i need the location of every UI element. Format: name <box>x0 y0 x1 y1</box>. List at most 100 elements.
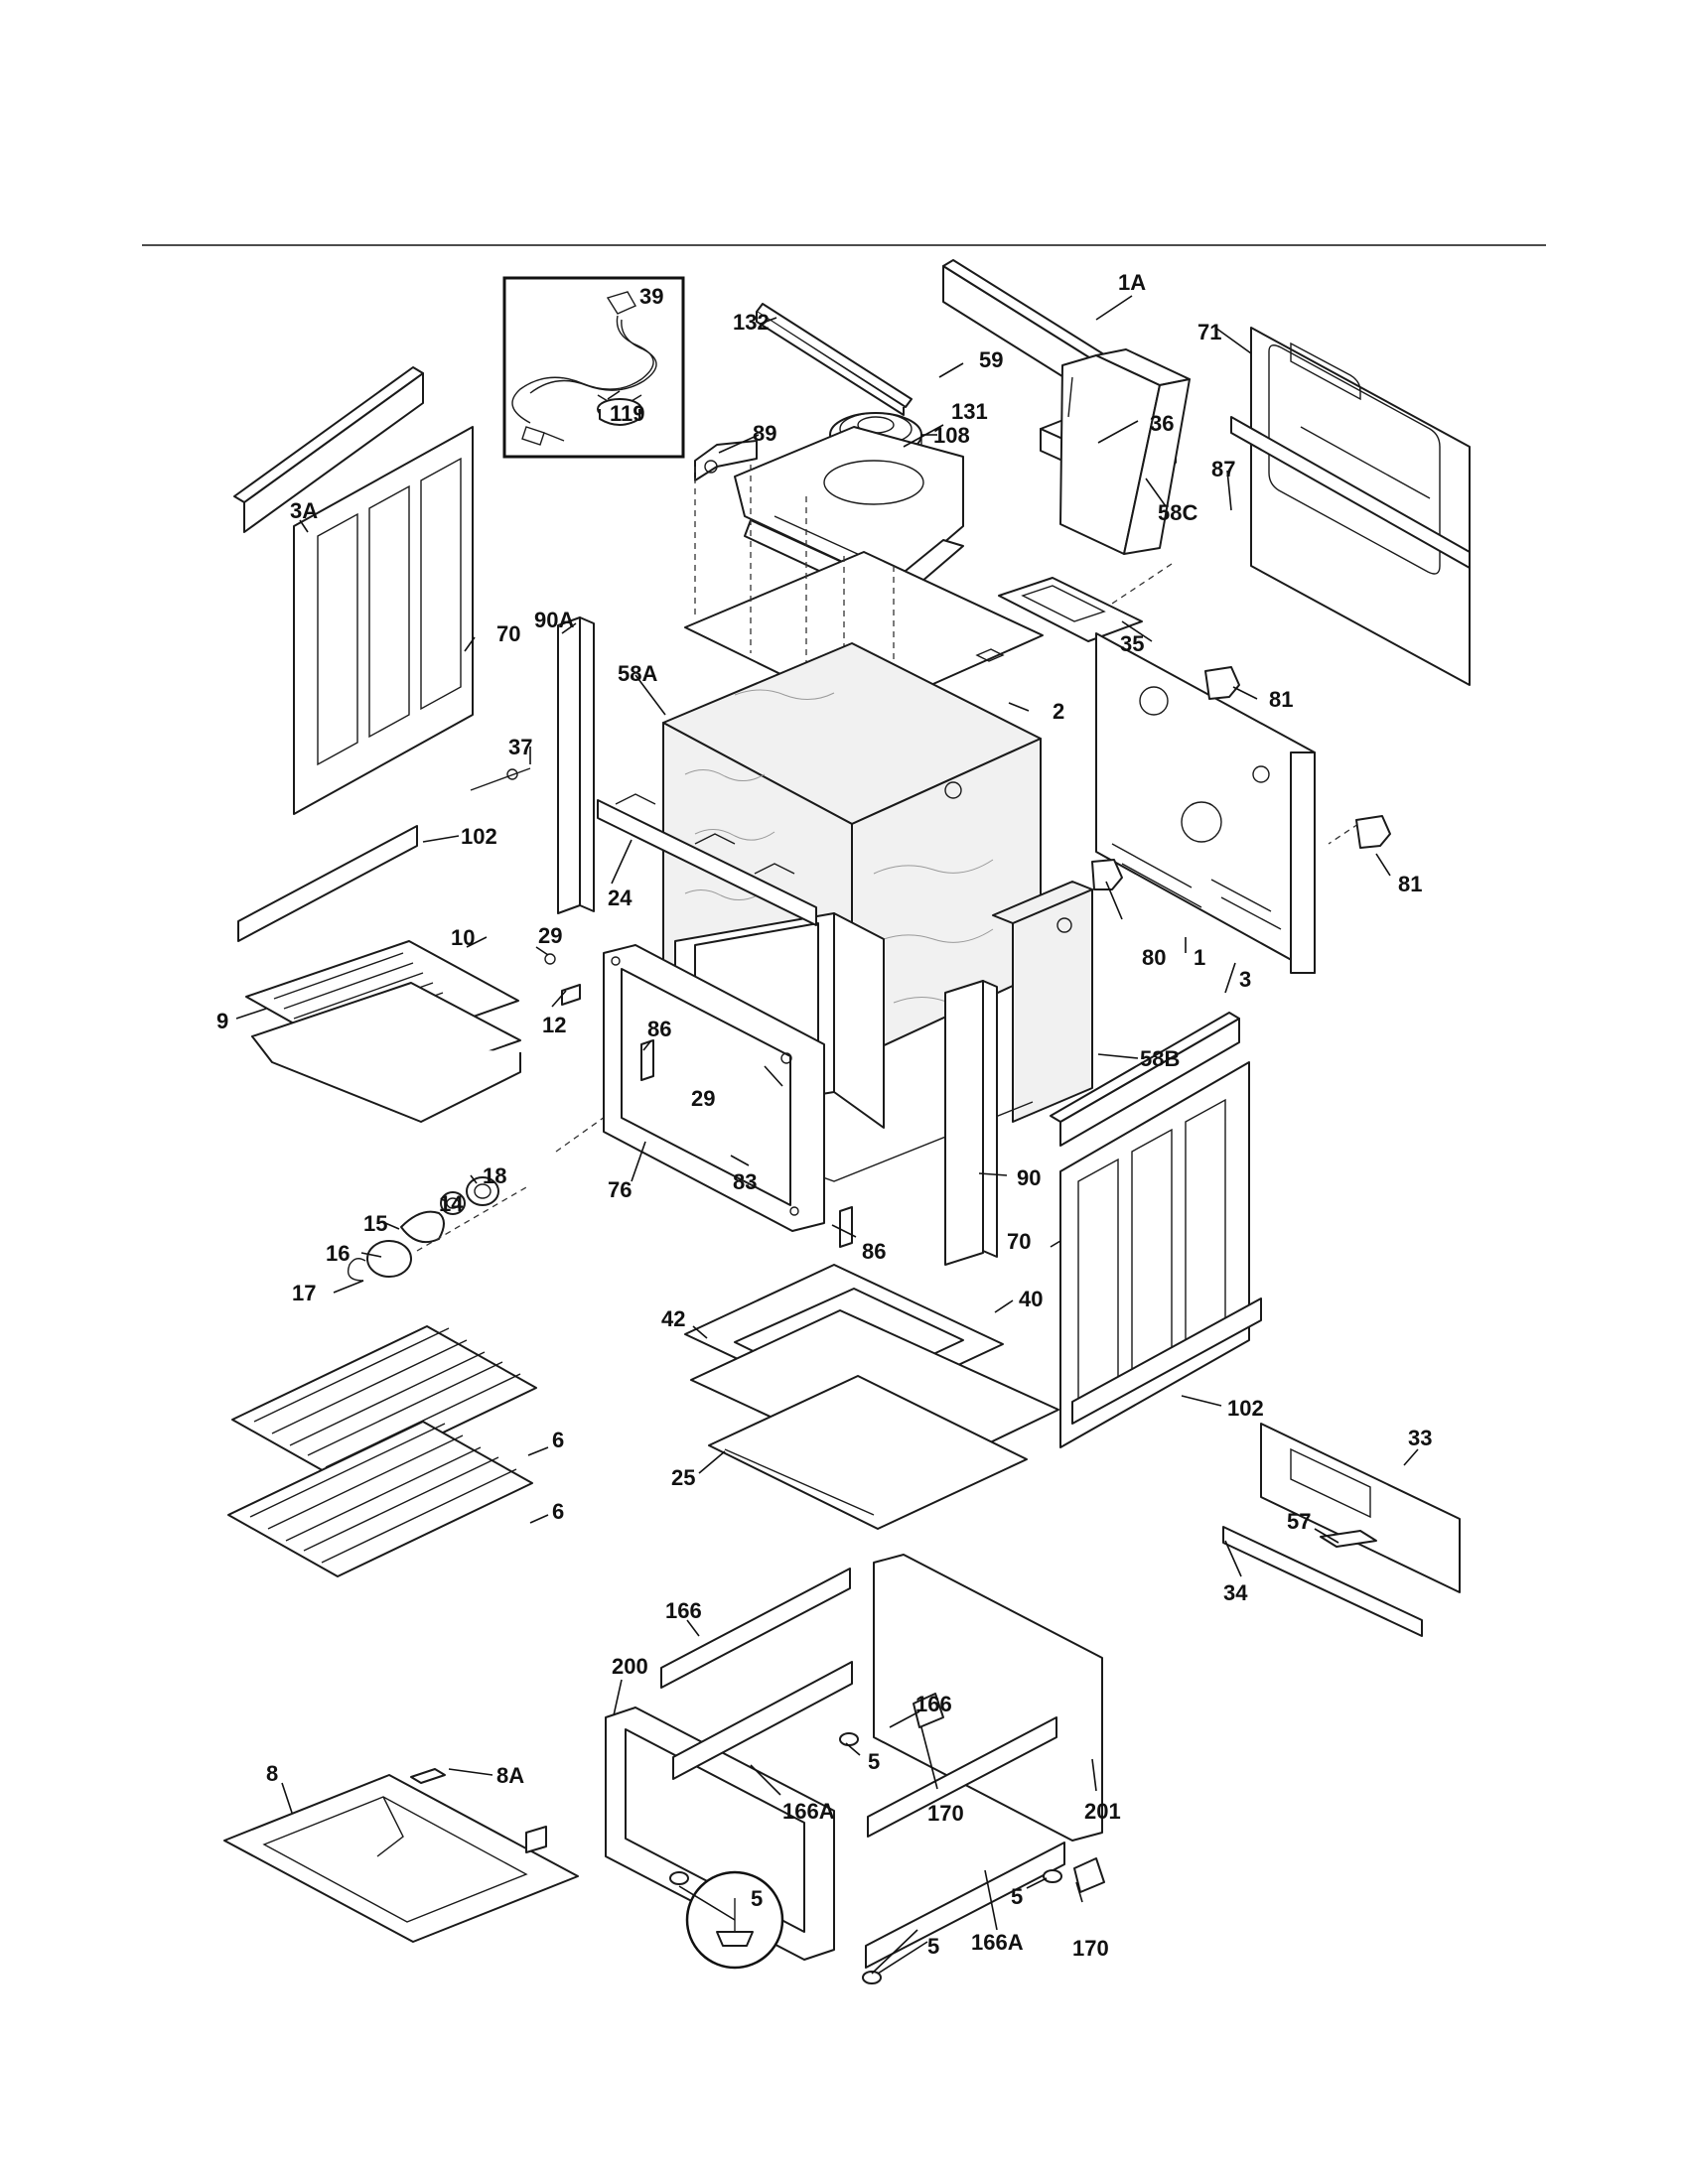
label-59: 59 <box>979 347 1003 372</box>
part-81-clip-lower <box>1355 815 1391 849</box>
label-58B: 58B <box>1140 1046 1180 1071</box>
part-34-drawer-rail <box>1222 1526 1423 1637</box>
label-170-lower: 170 <box>1072 1936 1109 1961</box>
part-71-rear-panel <box>1230 327 1471 686</box>
label-5-b: 5 <box>1011 1884 1023 1909</box>
part-8A-pan-bracket-b <box>525 1826 547 1853</box>
label-14: 14 <box>439 1191 464 1216</box>
label-8: 8 <box>266 1761 278 1786</box>
label-87: 87 <box>1211 457 1235 481</box>
part-170-bracket-upper <box>913 1693 944 1728</box>
part-37-probe-jack <box>470 767 531 791</box>
part-29-screw-lower <box>780 1052 792 1064</box>
label-1: 1 <box>1194 945 1205 970</box>
label-89: 89 <box>753 421 776 446</box>
part-16-light-lens <box>366 1240 412 1278</box>
label-2: 2 <box>1053 699 1064 724</box>
label-18: 18 <box>483 1163 506 1188</box>
part-132-crossbar <box>756 303 913 416</box>
part-201-drawer-side-frame <box>873 1554 1103 1842</box>
label-83: 83 <box>733 1169 757 1194</box>
label-12: 12 <box>542 1013 566 1037</box>
part-8A-pan-bracket-a <box>410 1768 446 1784</box>
label-70-right: 70 <box>1007 1229 1031 1254</box>
label-90A: 90A <box>534 608 574 632</box>
part-3A-top-trim-left <box>233 366 424 533</box>
part-166A-drawer-slide-lower-left <box>672 1661 853 1780</box>
part-24-bracket <box>597 793 817 926</box>
label-170-upper: 170 <box>927 1801 964 1826</box>
label-24: 24 <box>608 886 633 910</box>
part-6-oven-rack-lower <box>227 1421 533 1577</box>
part-9-broiler-pan <box>251 982 521 1123</box>
label-6-upper: 6 <box>552 1428 564 1452</box>
part-80-clip <box>1091 859 1123 890</box>
part-18-light-socket <box>466 1176 499 1206</box>
label-81-lower: 81 <box>1398 872 1422 896</box>
label-39: 39 <box>639 284 663 309</box>
label-71: 71 <box>1197 320 1221 344</box>
label-57: 57 <box>1287 1509 1311 1534</box>
label-42: 42 <box>661 1306 685 1331</box>
part-170-bracket-lower <box>1073 1857 1105 1893</box>
part-36-duct <box>1059 348 1191 555</box>
part-81-clip-upper <box>1204 666 1240 700</box>
part-90A-left-trim <box>557 616 595 914</box>
label-25: 25 <box>671 1465 695 1490</box>
part-labels: 1A 132 39 71 108 89 58C 87 59 3A 131 36 … <box>216 270 1432 1961</box>
part-57-drawer-clip <box>1320 1530 1377 1548</box>
label-9: 9 <box>216 1009 228 1033</box>
part-5-foot-c <box>862 1971 882 1984</box>
label-6-lower: 6 <box>552 1499 564 1524</box>
label-76: 76 <box>608 1177 632 1202</box>
part-166-drawer-slide-right <box>867 1716 1057 1838</box>
label-86-lower: 86 <box>862 1239 886 1264</box>
label-5-a: 5 <box>868 1749 880 1774</box>
power-cord-inset <box>502 276 685 459</box>
part-8-drawer-pan <box>223 1774 579 1943</box>
label-132: 132 <box>733 310 770 335</box>
part-166A-drawer-slide-lower-right <box>865 1842 1065 1969</box>
part-70-side-shield-left <box>293 426 474 815</box>
label-5-c: 5 <box>927 1934 939 1959</box>
part-76-front-frame <box>603 944 825 1232</box>
part-3-top-trim-right <box>1050 1012 1240 1147</box>
part-5-foot-a <box>839 1732 859 1746</box>
part-119-limit-switch <box>597 394 642 426</box>
label-102-right: 102 <box>1227 1396 1264 1421</box>
part-17-lens-wire <box>347 1258 366 1282</box>
label-119: 119 <box>610 401 645 426</box>
part-86-hinge-receiver-lower <box>839 1206 853 1248</box>
label-3: 3 <box>1239 967 1251 992</box>
label-33: 33 <box>1408 1426 1432 1450</box>
part-12-probe-socket <box>561 984 581 1006</box>
label-17: 17 <box>292 1281 316 1305</box>
label-1A: 1A <box>1118 270 1146 295</box>
label-36: 36 <box>1150 411 1174 436</box>
label-166A-left: 166A <box>782 1799 835 1824</box>
part-25-bottom-panel <box>708 1375 1028 1530</box>
part-15-light-bulb <box>400 1210 445 1243</box>
part-29-screw-upper <box>544 953 556 965</box>
label-90: 90 <box>1017 1165 1041 1190</box>
label-8A: 8A <box>496 1763 524 1788</box>
part-166-drawer-slide-left <box>660 1568 851 1689</box>
label-29-lower: 29 <box>691 1086 715 1111</box>
label-5-detail: 5 <box>751 1886 763 1911</box>
label-166A-right: 166A <box>971 1930 1024 1955</box>
label-81-upper: 81 <box>1269 687 1293 712</box>
part-33-drawer-back <box>1260 1423 1461 1593</box>
part-5-foot-d <box>669 1871 689 1885</box>
part-90-right-trim <box>944 980 998 1266</box>
label-40: 40 <box>1019 1287 1043 1311</box>
part-35-gasket <box>998 577 1143 642</box>
part-1-side-panel <box>1095 632 1316 974</box>
label-102-left: 102 <box>461 824 497 849</box>
label-58A: 58A <box>618 661 657 686</box>
label-200: 200 <box>612 1654 648 1679</box>
label-80: 80 <box>1142 945 1166 970</box>
label-10: 10 <box>451 925 475 950</box>
label-86-upper: 86 <box>647 1017 671 1041</box>
